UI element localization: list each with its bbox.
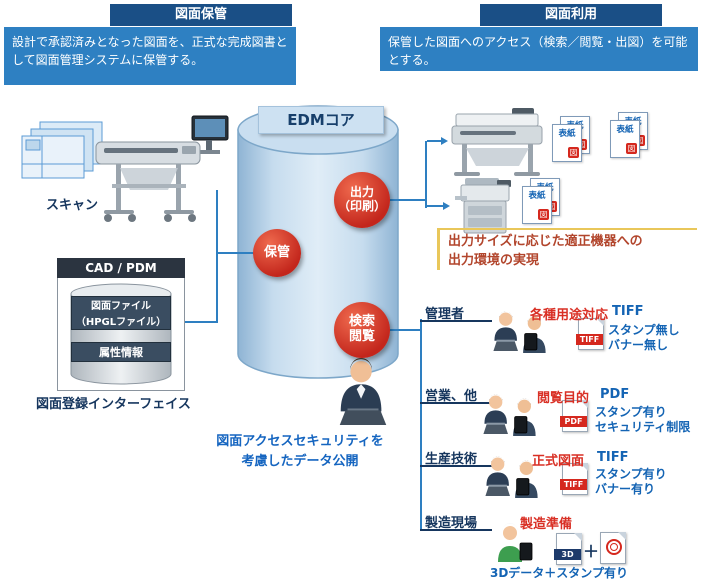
attribute-info-label: 属性情報 — [71, 342, 171, 362]
connector-output-vertical — [425, 141, 427, 208]
page-fold — [580, 400, 588, 408]
plus-sign: ＋ — [583, 542, 600, 561]
shop-floor-purpose: 製造準備 — [520, 517, 573, 532]
production-note-2: バナー有り — [595, 482, 656, 496]
cover-doc-label: 表紙 — [528, 191, 546, 201]
sales-format: PDF — [600, 387, 630, 402]
drawing-stamp: 図 — [626, 143, 637, 154]
role-production-eng-line — [420, 465, 492, 467]
role-admin-line — [420, 320, 492, 322]
3d-band-label: 3D — [554, 549, 581, 560]
cad-pdm-body: 図面ファイル （HPGLファイル） 属性情報 — [57, 278, 185, 391]
store-node: 保管 — [253, 229, 301, 277]
shop-floor-caption: 3Dデータ＋スタンプ有り — [490, 566, 628, 580]
tiff-band-label: TIFF — [576, 334, 603, 345]
arrow-to-copier — [443, 202, 450, 210]
usage-section-description: 保管した図面へのアクセス（検索／閲覧・出図）を可能とする。 — [380, 27, 698, 71]
role-production-eng: 生産技術 — [425, 452, 478, 467]
3d-file-icon: 3D — [554, 533, 582, 565]
cover-doc-label: 表紙 — [558, 129, 576, 139]
page-fold — [596, 318, 604, 326]
red-seal-icon — [606, 539, 622, 555]
role-sales-line — [420, 402, 492, 404]
note-rule-vertical — [437, 228, 440, 270]
search-node: 検索 閲覧 — [334, 302, 390, 358]
role-sales: 営業、他 — [425, 389, 478, 404]
page-fold — [574, 533, 582, 541]
cover-doc-label: 表紙 — [616, 125, 634, 135]
note-rule-horizontal — [437, 228, 697, 230]
page-fold — [580, 463, 588, 471]
drawing-stamp: 図 — [568, 147, 579, 158]
connector-from-output — [390, 199, 425, 201]
large-format-scanner-icon — [92, 112, 232, 224]
sales-note-1: スタンプ有り — [595, 405, 667, 419]
tiff-file-icon: TIFF — [576, 318, 604, 350]
role-admin: 管理者 — [425, 307, 465, 322]
pdf-file-icon: PDF — [560, 400, 588, 432]
connector-to-plotter — [427, 140, 441, 142]
admin-note-2: バナー無し — [608, 338, 669, 352]
cad-pdm-box: CAD / PDM 図面ファイル （HPGLファイル） 属性情報 — [57, 258, 185, 391]
connector-from-cad — [185, 321, 218, 323]
role-shop-floor: 製造現場 — [425, 516, 478, 531]
storage-section-title: 図面保管 — [110, 4, 292, 26]
connector-left-vertical — [216, 190, 218, 323]
sales-users-icon — [480, 393, 538, 436]
drawing-file-label: 図面ファイル （HPGLファイル） — [71, 296, 171, 330]
security-note: 図面アクセスセキュリティを 考慮したデータ公開 — [216, 434, 384, 469]
pdf-band-label: PDF — [560, 416, 587, 427]
role-shop-floor-line — [420, 529, 492, 531]
cover-doc: 表紙 図 — [552, 124, 582, 162]
admin-format: TIFF — [612, 304, 644, 319]
page-fold — [618, 532, 626, 540]
connector-search-vertical — [420, 319, 422, 530]
production-format: TIFF — [597, 450, 629, 465]
output-node: 出力 （印刷） — [334, 172, 390, 228]
admin-note-1: スタンプ無し — [608, 323, 680, 337]
output-environment-note: 出力サイズに応じた適正機器への 出力環境の実現 — [448, 234, 643, 268]
production-note-1: スタンプ有り — [595, 467, 667, 481]
drawing-stamp: 図 — [538, 209, 549, 220]
cover-doc: 表紙 図 — [610, 120, 640, 158]
production-purpose: 正式図面 — [532, 454, 585, 469]
cad-pdm-title: CAD / PDM — [57, 258, 185, 278]
scan-label: スキャン — [46, 198, 99, 213]
red-seal-inner-icon — [610, 543, 618, 551]
arrow-to-plotter — [441, 137, 448, 145]
admin-purpose: 各種用途対応 — [530, 308, 609, 323]
connector-to-store — [216, 252, 254, 254]
storage-section-description: 設計で承認済みとなった図面を、正式な完成図書として図面管理システムに保管する。 — [4, 27, 296, 85]
sales-purpose: 閲覧目的 — [537, 391, 590, 406]
connector-to-copier — [427, 205, 443, 207]
plotter-printer-icon — [450, 108, 545, 180]
tiff-file-icon: TIFF — [560, 463, 588, 495]
connector-from-search — [390, 329, 420, 331]
register-interface-label: 図面登録インターフェイス — [36, 397, 191, 412]
usage-section-title: 図面利用 — [480, 4, 662, 26]
tiff-band-label: TIFF — [560, 479, 587, 490]
sales-note-2: セキュリティ制限 — [595, 420, 691, 434]
operator-person-icon — [332, 356, 394, 428]
cover-doc: 表紙 図 — [522, 186, 552, 224]
stamp-file-icon — [600, 532, 626, 564]
edm-core-label: EDMコア — [258, 106, 384, 134]
